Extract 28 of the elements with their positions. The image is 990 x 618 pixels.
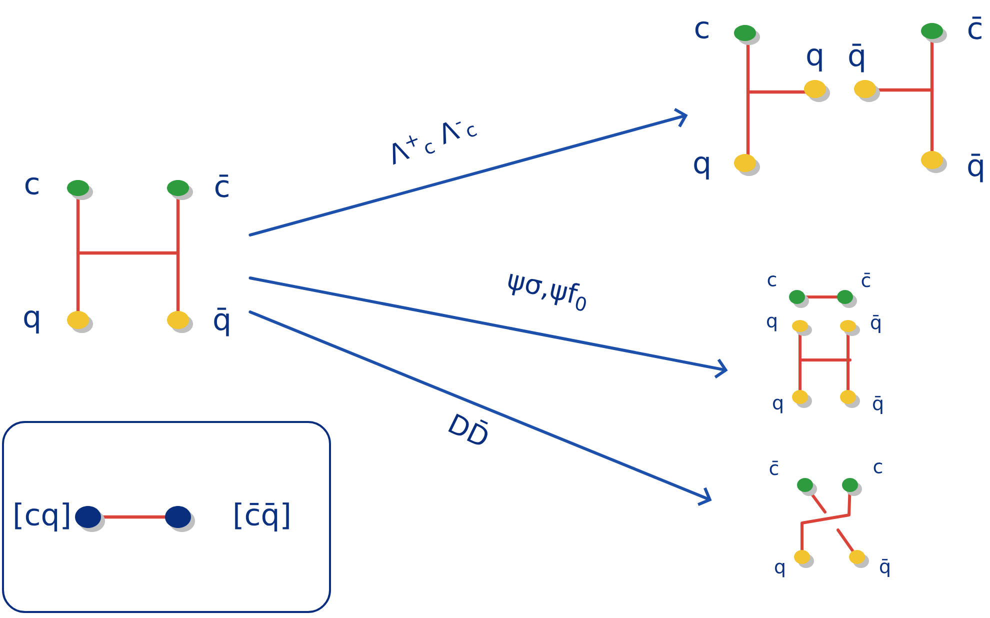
arrow <box>248 108 688 236</box>
edge-label: DD̄ <box>444 406 496 450</box>
quark-label: q <box>24 310 39 334</box>
quark-label: q <box>694 156 709 180</box>
quark-label: c̄ <box>862 272 870 288</box>
quark-label: q̄ <box>873 396 882 414</box>
quark-label: c <box>874 462 882 474</box>
arrow <box>248 276 728 378</box>
quark-label: q̄ <box>880 558 890 578</box>
quark-label: q <box>773 398 782 414</box>
quark-label: c <box>25 177 38 195</box>
quark-label: q̄ <box>214 308 229 336</box>
diquark-label: [c̄q̄] <box>235 502 289 532</box>
quark-label: q <box>767 316 776 332</box>
quark-label: q̄ <box>849 44 864 72</box>
edge-label: Λ$^{+}$$_{c}$ Λ$^{-}$c <box>384 110 480 170</box>
diquark-label: [cq] <box>15 502 69 532</box>
quark-label: c̄ <box>770 460 778 476</box>
edge-label: ψσ,ψf$_{0}$ <box>503 266 593 314</box>
quark-label: q̄ <box>968 154 983 182</box>
quark-label: c <box>768 276 776 286</box>
quark-label: c̄ <box>215 174 228 198</box>
quark-label: q <box>807 48 822 72</box>
quark-label: q̄ <box>871 314 880 334</box>
arrow <box>248 310 712 506</box>
quark-label: q <box>775 562 784 578</box>
quark-label: c <box>695 21 708 39</box>
quark-label: c̄ <box>968 16 982 40</box>
